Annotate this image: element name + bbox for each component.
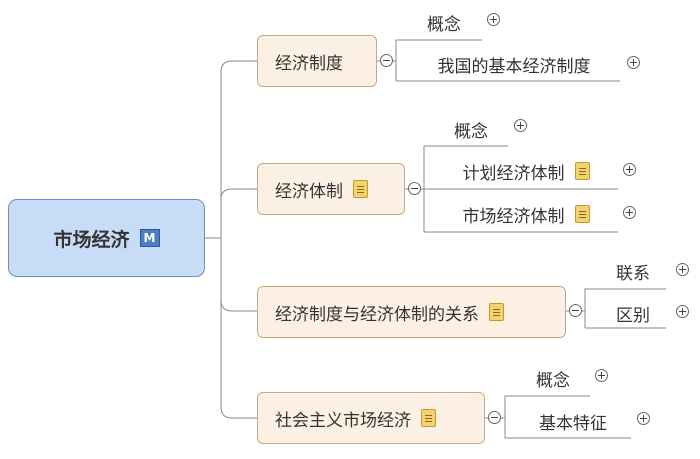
leaf-label: 概念 [536,370,570,391]
marker-m-icon[interactable]: M [139,229,160,247]
leaf-node[interactable]: 概念 [519,364,587,392]
expand-icon[interactable] [487,13,500,26]
trunk-branch-3 [220,238,257,312]
leaf-label: 概念 [454,121,488,142]
leaf-node[interactable]: 区别 [600,299,666,327]
leaf-label: 联系 [616,263,650,284]
root-node[interactable]: 市场经济 M [8,199,205,277]
note-icon[interactable] [574,162,590,180]
note-icon[interactable] [353,180,368,198]
leaf-label: 概念 [427,14,461,35]
leaf-node[interactable]: 基本特征 [519,407,627,435]
branch-node-relationship[interactable]: 经济制度与经济体制的关系 [257,286,566,338]
expand-icon[interactable] [595,369,608,382]
trunk-branch-2 [220,188,257,238]
trunk-branch-4 [220,238,257,419]
note-icon[interactable] [421,409,436,427]
branch-node-economic-system[interactable]: 经济制度 [257,35,377,87]
branch-label: 社会主义市场经济 [275,410,411,431]
branch-label: 经济制度 [275,53,343,74]
trunk-branch-1 [220,60,257,238]
leaf-node[interactable]: 计划经济体制 [438,156,614,186]
leaf-node[interactable]: 联系 [600,257,666,285]
branch-node-economic-structure[interactable]: 经济体制 [257,163,405,215]
branch-node-socialist-market-economy[interactable]: 社会主义市场经济 [257,392,485,444]
leaf-label: 市场经济体制 [462,206,565,227]
expand-icon[interactable] [514,119,527,132]
leaf-node[interactable]: 我国的基本经济制度 [410,50,618,78]
collapse-icon[interactable] [569,304,582,317]
leaf-label: 我国的基本经济制度 [437,56,591,77]
leaf-node[interactable]: 概念 [438,115,504,143]
leaf-label: 区别 [616,305,650,326]
leaf-label: 基本特征 [539,413,607,434]
root-label: 市场经济 [53,228,130,251]
branch-label: 经济制度与经济体制的关系 [275,304,479,325]
expand-icon[interactable] [676,305,689,318]
expand-icon[interactable] [676,263,689,276]
expand-icon[interactable] [637,412,650,425]
collapse-icon[interactable] [380,54,393,67]
leaf-node[interactable]: 市场经济体制 [438,199,614,229]
collapse-icon[interactable] [408,182,421,195]
leaf-label: 计划经济体制 [462,163,565,184]
note-icon[interactable] [489,303,504,321]
branch-4-child-1-line [504,395,590,438]
expand-icon[interactable] [623,163,636,176]
branch-1-child-1-line [395,39,482,81]
collapse-icon[interactable] [488,411,501,424]
expand-icon[interactable] [627,56,640,69]
branch-3-child-1-line [584,288,666,328]
expand-icon[interactable] [623,206,636,219]
leaf-node[interactable]: 概念 [410,8,478,36]
note-icon[interactable] [574,205,590,223]
branch-label: 经济体制 [275,181,343,202]
